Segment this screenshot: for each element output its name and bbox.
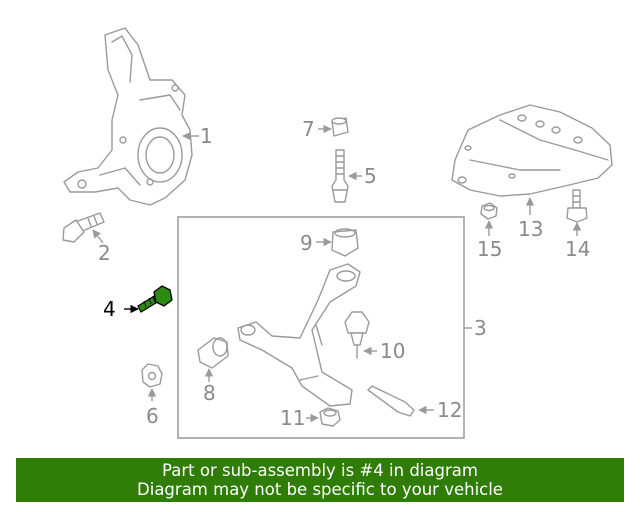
callout-9: 9 — [300, 231, 313, 255]
callout-15: 15 — [477, 237, 502, 261]
nut-part-15[interactable] — [480, 202, 498, 220]
banner-line-1: Part or sub-assembly is #4 in diagram — [162, 461, 478, 480]
bolt-part-4[interactable] — [137, 285, 173, 313]
bushing-part-9[interactable] — [331, 228, 359, 257]
callout-1: 1 — [200, 124, 213, 148]
callout-11: 11 — [280, 406, 305, 430]
callout-6: 6 — [146, 404, 159, 428]
clip-part-12[interactable] — [367, 385, 415, 417]
steering-knuckle-part-1[interactable] — [63, 27, 193, 206]
nut-part-6[interactable] — [141, 363, 163, 388]
callout-13: 13 — [518, 217, 543, 241]
lower-arm-group-box — [177, 216, 465, 439]
bolt-part-14[interactable] — [566, 189, 588, 223]
callout-10: 10 — [380, 339, 405, 363]
info-banner: Part or sub-assembly is #4 in diagram Di… — [16, 458, 624, 502]
parts-diagram: 1 2 3 4 5 6 7 8 — [62, 27, 613, 439]
callout-5: 5 — [364, 164, 377, 188]
ball-joint-part-10[interactable] — [344, 311, 370, 359]
callout-8: 8 — [203, 381, 216, 405]
lower-control-arm — [237, 263, 361, 407]
callout-14: 14 — [565, 237, 590, 261]
crossmember-plate-part-13[interactable] — [451, 104, 613, 197]
bolt-part-2[interactable] — [62, 212, 105, 243]
callout-2: 2 — [98, 241, 111, 265]
nut-part-11[interactable] — [319, 407, 341, 427]
banner-line-2: Diagram may not be specific to your vehi… — [137, 480, 503, 499]
callout-3: 3 — [474, 316, 487, 340]
callout-12: 12 — [437, 398, 462, 422]
callout-7: 7 — [302, 117, 315, 141]
bushing-part-8[interactable] — [197, 337, 229, 369]
stud-part-5[interactable] — [331, 149, 349, 203]
cap-part-7[interactable] — [331, 117, 349, 137]
callout-4: 4 — [103, 297, 116, 321]
